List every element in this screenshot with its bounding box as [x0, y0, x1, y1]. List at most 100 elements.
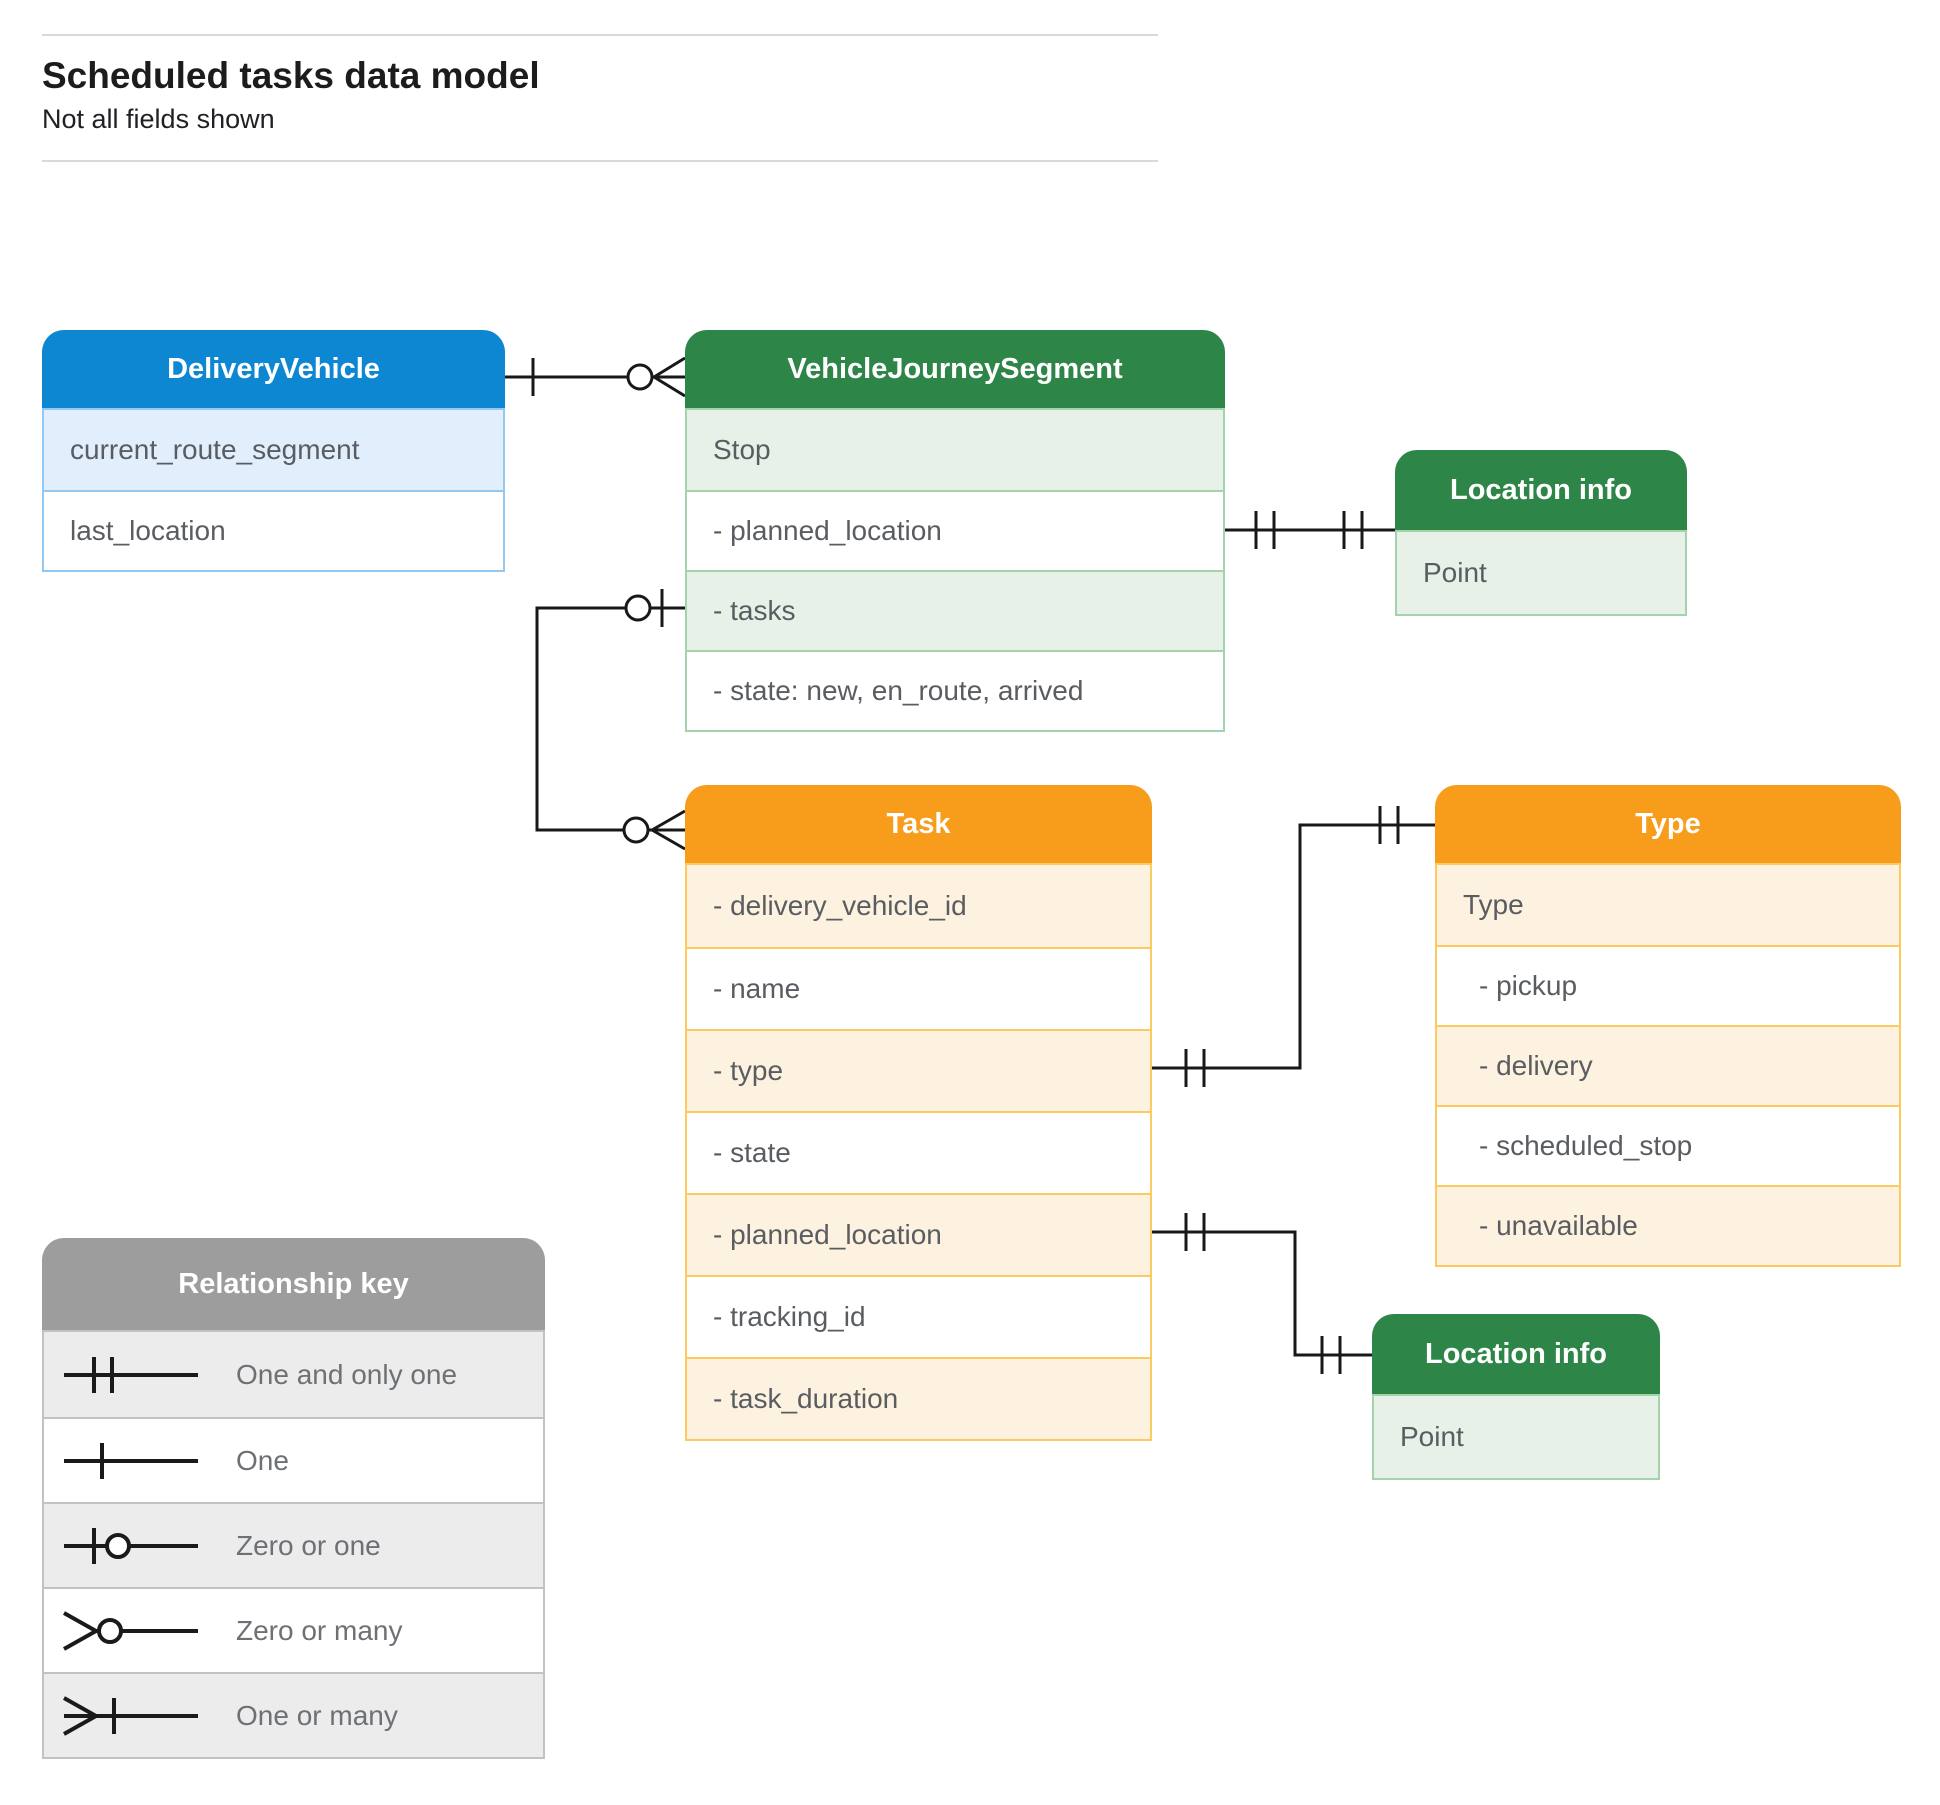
- crow-foot: [653, 356, 686, 398]
- one-and-only-one-ticks: [1184, 1049, 1206, 1087]
- entity-field: current_route_segment: [44, 410, 503, 490]
- legend-item: One and only one: [44, 1332, 543, 1417]
- entity-field: last_location: [44, 490, 503, 570]
- one-and-only-one-ticks: [1254, 511, 1276, 549]
- zero-or-many-symbol: [63, 1610, 198, 1651]
- entity-header: Location info: [1372, 1314, 1660, 1394]
- entity-body: - delivery_vehicle_id - name - type - st…: [685, 863, 1152, 1441]
- one-and-only-one-ticks: [1320, 1336, 1342, 1374]
- field-label: - scheduled_stop: [1479, 1130, 1693, 1161]
- one-and-only-one-symbol: [64, 1356, 198, 1393]
- legend-item-label: One: [236, 1444, 289, 1476]
- entity-body: Stop - planned_location - tasks - state:…: [685, 408, 1225, 732]
- entity-task: Task - delivery_vehicle_id - name - type…: [685, 785, 1152, 1441]
- entity-header: Type: [1435, 785, 1901, 863]
- entity-field: - state: new, en_route, arrived: [687, 650, 1223, 730]
- field-label: - type: [713, 1055, 784, 1086]
- entity-location-info-bottom: Location info Point: [1372, 1314, 1660, 1480]
- entity-field: Stop: [687, 410, 1223, 490]
- entity-title: DeliveryVehicle: [167, 352, 380, 385]
- entity-title: Location info: [1449, 473, 1633, 506]
- field-label: Point: [1400, 1421, 1464, 1452]
- entity-field: - planned_location: [687, 1193, 1150, 1275]
- legend-title: Relationship key: [178, 1267, 409, 1300]
- crow-foot: [651, 809, 686, 851]
- legend-item-label: Zero or many: [236, 1614, 403, 1646]
- field-label: - unavailable: [1479, 1210, 1638, 1241]
- entity-title: Task: [886, 807, 951, 840]
- field-label: - tasks: [713, 595, 796, 626]
- field-label: last_location: [70, 515, 226, 546]
- entity-type: Type Type - pickup - delivery - schedule…: [1435, 785, 1901, 1267]
- entity-body: Point: [1395, 530, 1687, 616]
- connector-tasksfield-to-task: [535, 589, 686, 851]
- entity-field: - planned_location: [687, 490, 1223, 570]
- field-label: Point: [1423, 557, 1487, 588]
- entity-vehicle-journey-segment: VehicleJourneySegment Stop - planned_loc…: [685, 330, 1225, 732]
- field-label: - planned_location: [713, 1219, 942, 1250]
- entity-header: DeliveryVehicle: [42, 330, 505, 408]
- entity-header: Location info: [1395, 450, 1687, 530]
- page-title: Scheduled tasks data model: [42, 55, 540, 96]
- entity-field: - unavailable: [1437, 1185, 1899, 1265]
- field-label: - tracking_id: [713, 1301, 866, 1332]
- legend-item-label: One or many: [236, 1699, 398, 1731]
- entity-title: Location info: [1424, 1337, 1608, 1370]
- legend-item-label: Zero or one: [236, 1529, 381, 1561]
- connector-taskplannedlocation-to-locationinfo-bottom: [1152, 1213, 1372, 1374]
- one-or-many-symbol: [63, 1695, 198, 1736]
- zero-circle: [622, 816, 650, 844]
- entity-title: VehicleJourneySegment: [787, 352, 1123, 385]
- entity-field: - state: [687, 1111, 1150, 1193]
- entity-field: - type: [687, 1029, 1150, 1111]
- entity-field: - pickup: [1437, 945, 1899, 1025]
- connector-deliveryvehicle-to-vehiclejourneysegment: [505, 356, 686, 398]
- connector-plannedlocation-to-locationinfo-top: [1225, 511, 1395, 549]
- entity-header: VehicleJourneySegment: [685, 330, 1225, 408]
- relationship-key: Relationship key One and only one One: [42, 1238, 545, 1759]
- one-symbol: [64, 1442, 198, 1479]
- zero-circle: [626, 363, 654, 391]
- entity-field: - tracking_id: [687, 1275, 1150, 1357]
- field-label: - name: [713, 973, 801, 1004]
- legend-item: One or many: [44, 1672, 543, 1757]
- entity-body: Point: [1372, 1394, 1660, 1480]
- entity-field: Type: [1437, 865, 1899, 945]
- entity-field: - delivery_vehicle_id: [687, 865, 1150, 947]
- field-label: - delivery_vehicle_id: [713, 890, 967, 921]
- zero-or-one-symbol: [64, 1527, 198, 1564]
- one-and-only-one-ticks: [1184, 1213, 1206, 1251]
- field-label: - state: [713, 1137, 791, 1168]
- field-label: - planned_location: [713, 515, 942, 546]
- one-and-only-one-ticks: [1378, 806, 1400, 844]
- entity-field: Point: [1397, 532, 1685, 614]
- entity-title: Type: [1635, 807, 1701, 840]
- legend-header: Relationship key: [42, 1238, 545, 1330]
- entity-location-info-top: Location info Point: [1395, 450, 1687, 616]
- zero-circle: [624, 594, 652, 622]
- legend-body: One and only one One Zero or one: [42, 1330, 545, 1759]
- entity-delivery-vehicle: DeliveryVehicle current_route_segment la…: [42, 330, 505, 572]
- field-label: - state: new, en_route, arrived: [713, 675, 1084, 706]
- page-subtitle: Not all fields shown: [42, 104, 275, 134]
- field-label: - task_duration: [713, 1383, 899, 1414]
- entity-header: Task: [685, 785, 1152, 863]
- entity-field: - task_duration: [687, 1357, 1150, 1439]
- header-divider: [42, 160, 1158, 162]
- field-label: - pickup: [1479, 970, 1578, 1001]
- field-label: current_route_segment: [70, 434, 360, 465]
- legend-item: One: [44, 1417, 543, 1502]
- top-divider: [42, 34, 1158, 36]
- legend-item: Zero or one: [44, 1502, 543, 1587]
- entity-field: - tasks: [687, 570, 1223, 650]
- entity-field: Point: [1374, 1396, 1658, 1478]
- entity-field: - name: [687, 947, 1150, 1029]
- legend-item-label: One and only one: [236, 1358, 458, 1390]
- entity-field: - delivery: [1437, 1025, 1899, 1105]
- entity-body: current_route_segment last_location: [42, 408, 505, 572]
- one-and-only-one-ticks: [1342, 511, 1364, 549]
- legend-item: Zero or many: [44, 1587, 543, 1672]
- field-label: Type: [1463, 889, 1524, 920]
